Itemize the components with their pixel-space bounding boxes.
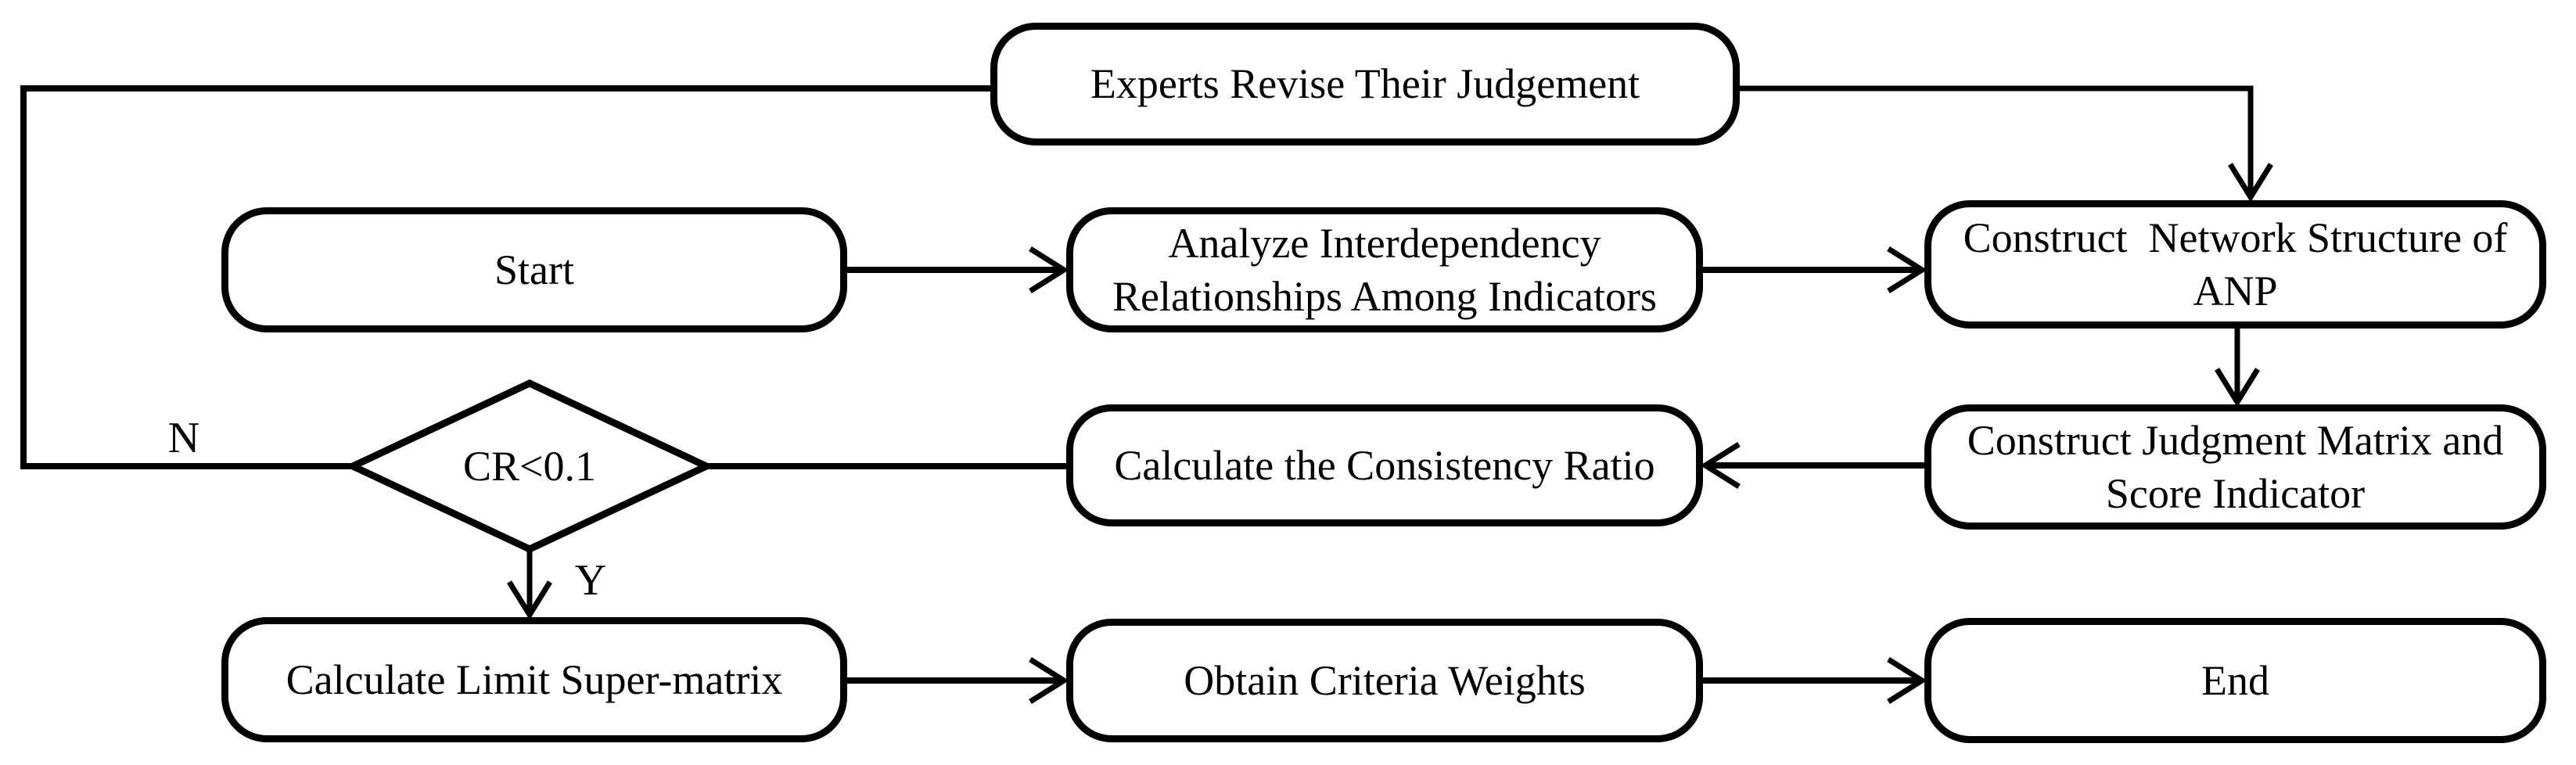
node-end: End <box>1924 618 2546 743</box>
node-obtain-criteria-weights: Obtain Criteria Weights <box>1066 619 1703 742</box>
arrowhead-start-to-analyze <box>1029 246 1069 293</box>
node-start-label: Start <box>494 246 574 293</box>
edge-label-yes: Y <box>574 556 607 605</box>
node-construct-judgment-matrix: Construct Judgment Matrix and Score Indi… <box>1924 404 2546 530</box>
decision-diamond-shape <box>344 379 715 553</box>
node-calculate-consistency-ratio: Calculate the Consistency Ratio <box>1066 404 1703 526</box>
arrowhead-analyze-to-network <box>1887 246 1928 293</box>
node-analyze-interdependency-label: Analyze Interdependency Relationships Am… <box>1112 219 1657 320</box>
node-calculate-consistency-ratio-label: Calculate the Consistency Ratio <box>1114 441 1655 489</box>
arrowhead-network-to-judgment <box>2215 368 2260 408</box>
node-experts-revise-judgement: Experts Revise Their Judgement <box>990 23 1740 145</box>
arrowhead-weights-to-end <box>1887 657 1928 704</box>
edge-no-feedback-line <box>20 85 990 469</box>
node-analyze-interdependency: Analyze Interdependency Relationships Am… <box>1066 207 1703 332</box>
node-end-label: End <box>2201 656 2269 704</box>
node-construct-judgment-matrix-label: Construct Judgment Matrix and Score Indi… <box>1967 416 2504 517</box>
node-start: Start <box>221 207 847 332</box>
arrowhead-supermatrix-to-weights <box>1029 657 1069 704</box>
arrowhead-experts-to-network <box>2228 163 2273 203</box>
node-experts-revise-judgement-label: Experts Revise Their Judgement <box>1090 60 1640 108</box>
node-construct-network-structure: Construct Network Structure of ANP <box>1924 200 2546 329</box>
arrowhead-yes <box>507 580 552 620</box>
node-obtain-criteria-weights-label: Obtain Criteria Weights <box>1184 656 1586 704</box>
node-construct-network-structure-label: Construct Network Structure of ANP <box>1963 214 2508 314</box>
decision-diamond-label: CR<0.1 <box>463 443 596 490</box>
edge-label-no: N <box>167 414 200 462</box>
node-calculate-limit-supermatrix: Calculate Limit Super-matrix <box>221 617 847 742</box>
edge-experts-to-network-line <box>1740 85 2254 194</box>
node-calculate-limit-supermatrix-label: Calculate Limit Super-matrix <box>286 655 783 703</box>
arrowhead-judgment-to-consistency <box>1700 442 1741 489</box>
